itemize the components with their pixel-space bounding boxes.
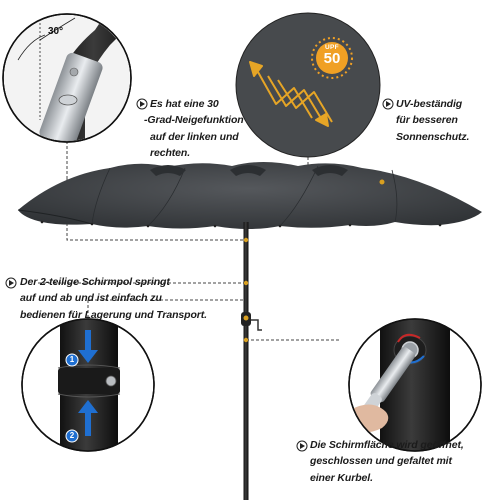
crank-detail-circle [348,318,482,452]
callout-marker-crank [296,440,308,452]
pole-callout-line-2: auf und ab und ist einfach zu [20,292,162,305]
pole-detail-circle [21,318,155,452]
vent-center [230,165,266,176]
upf-label: UPF [325,44,339,51]
upf-value: 50 [323,50,341,67]
step-badge-1 [65,353,79,367]
pole-joint-icon [58,368,120,394]
callout-marker-uv [382,98,394,110]
arrow-down-icon [78,330,98,363]
vent-right [312,165,348,176]
tilt-angle-label: 30° [48,26,64,37]
uv-arrows-icon [249,61,333,127]
tilt-marker-dot [243,237,249,243]
tilt-callout-line-2: -Grad-Neigefunktion [144,114,244,127]
uv-marker-dot [379,179,385,185]
uv-callout-line-1: UV-beständig [396,98,463,110]
sun-badge-icon [311,37,353,79]
pole-callout-line-1: Der 2-teilige Schirmpol springt [20,276,170,288]
crank-callout-line-2: geschlossen und gefaltet mit [310,455,452,468]
callout-marker-tilt [136,98,148,110]
uv-callout-line-3: Sonnenschutz. [396,130,470,143]
crank-callout-line-3: einer Kurbel. [310,471,373,484]
step-badge-2 [65,429,79,443]
tilt-detail-circle [2,13,132,143]
crank-callout: Die Schirmfläche wird geöffnet, geschlos… [310,437,464,486]
uv-callout: UV-beständig für besseren Sonnenschutz. [396,96,469,145]
crank-handle-icon [251,319,262,331]
tilt-callout: Es hat eine 30 -Grad-Neigefunktion auf d… [144,96,244,161]
vent-left [150,165,186,176]
step-badge-1-label: 1 [69,355,75,364]
arrow-up-icon [78,400,98,436]
pole-callout-line-3: bedienen für Lagerung und Transport. [20,308,207,321]
tilt-callout-line-4: rechten. [150,146,191,159]
umbrella-pole [241,222,262,500]
crank-marker-dot [243,315,249,321]
crank-callout-line-1: Die Schirmfläche wird geöffnet, [310,439,464,451]
callout-marker-pole [5,277,17,289]
pole-callout: Der 2-teilige Schirmpol springt auf und … [20,274,207,323]
umbrella-canopy [17,162,482,229]
uv-detail-circle [235,12,381,158]
tilt-callout-line-1: Es hat eine 30 [150,98,219,110]
tilt-callout-line-3: auf der linken und [150,130,239,143]
uv-callout-line-2: für besseren [396,114,458,127]
step-badge-2-label: 2 [69,431,75,440]
pole-joint-marker-dot [243,280,249,286]
